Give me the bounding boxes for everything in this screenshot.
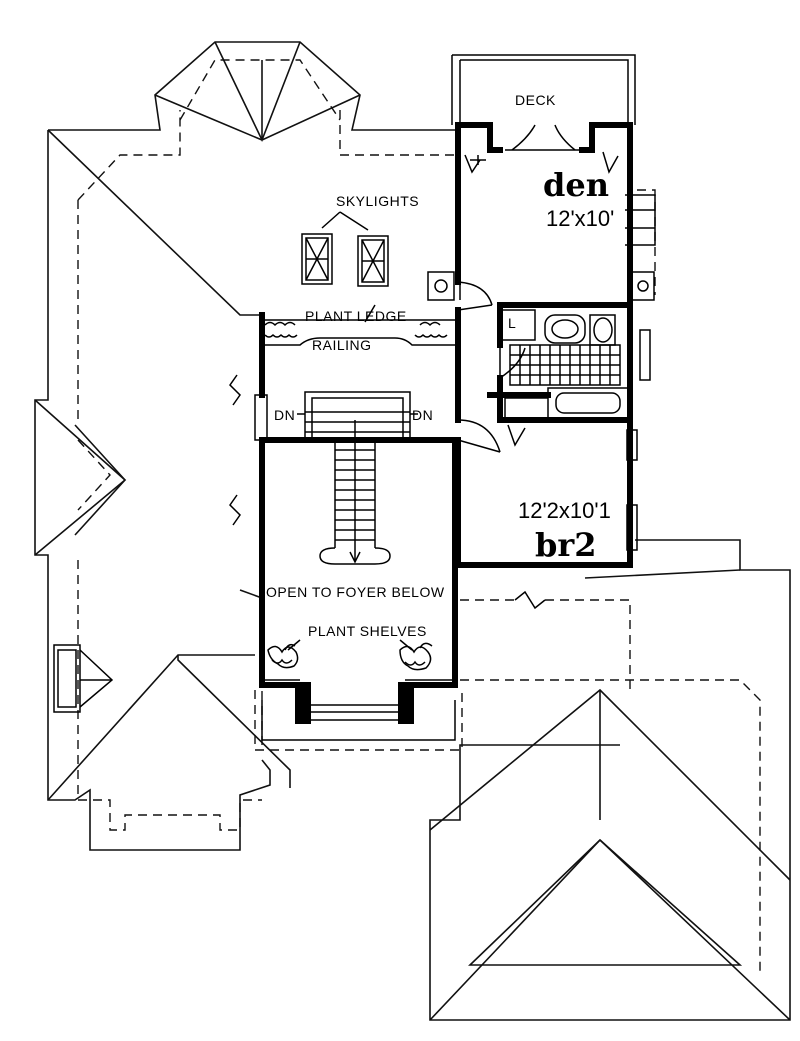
wall-break-marks <box>229 374 241 526</box>
br2-name-label: br2 <box>535 526 597 564</box>
windows <box>254 329 651 721</box>
roof-outline-left <box>34 41 461 851</box>
columns <box>295 271 655 724</box>
bathroom: L <box>499 309 629 420</box>
railing-label: RAILING <box>312 337 372 353</box>
open-to-foyer-label: OPEN TO FOYER BELOW <box>266 584 445 600</box>
plant-ledge: PLANT LEDGE RAILING <box>262 304 455 353</box>
den-doors <box>457 124 619 311</box>
closet-label: L <box>508 315 516 331</box>
roof-outline-right <box>429 189 791 1021</box>
den-name-label: den <box>543 166 609 204</box>
deck: DECK <box>451 54 636 125</box>
down-label-right: DN <box>412 407 433 423</box>
plant-shelves-label: PLANT SHELVES <box>308 623 427 639</box>
staircase: DN DN <box>274 391 433 565</box>
deck-label: DECK <box>515 92 556 108</box>
br2-size-label: 12'2x10'1 <box>518 498 611 523</box>
den-size-label: 12'x10' <box>546 206 614 231</box>
br2-door <box>457 419 526 453</box>
skylights-label: SKYLIGHTS <box>336 193 419 209</box>
entry-overhang <box>254 690 463 751</box>
dormer-left <box>53 644 114 713</box>
plant-shelves: PLANT SHELVES <box>265 623 452 681</box>
tile-floor <box>509 344 621 386</box>
down-label-left: DN <box>274 407 295 423</box>
exterior-walls <box>259 122 633 688</box>
plant-ledge-label: PLANT LEDGE <box>305 308 407 324</box>
skylights: SKYLIGHTS <box>301 193 419 287</box>
